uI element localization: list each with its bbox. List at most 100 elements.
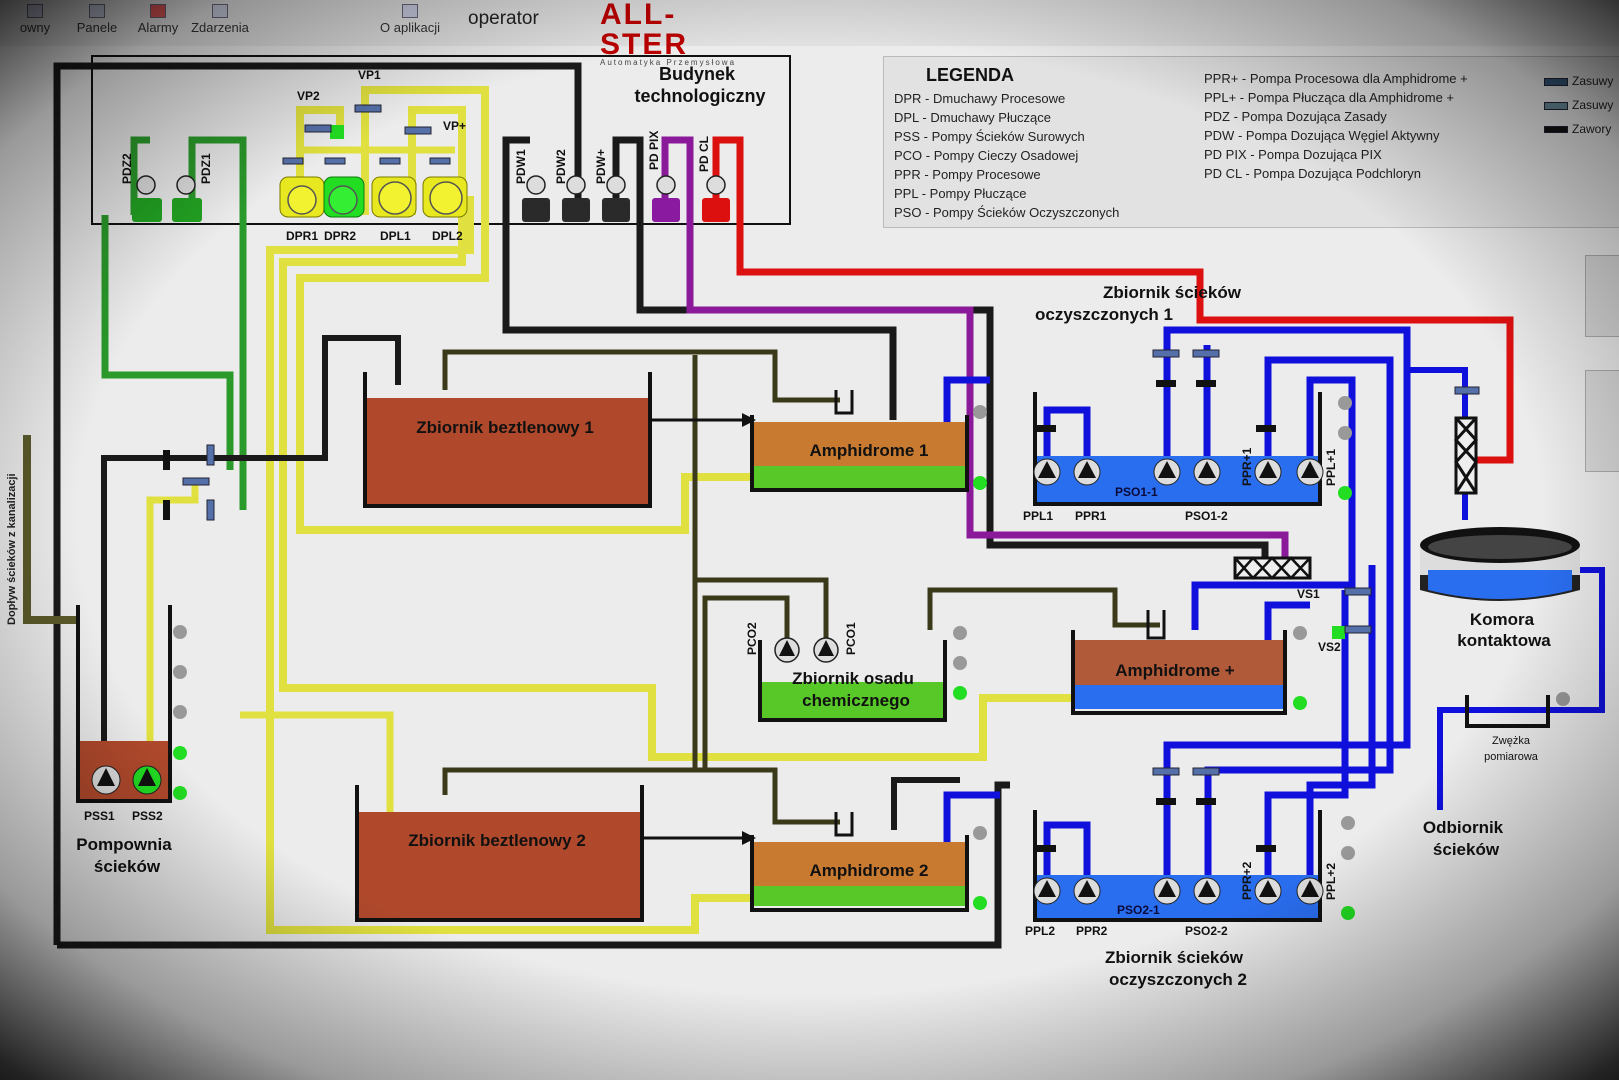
label-dpr1: DPR1 [286, 229, 318, 243]
level-sensor-icon [1293, 626, 1307, 640]
pump-icon[interactable] [656, 175, 676, 195]
pump-icon[interactable] [606, 175, 626, 195]
tank-pdpix [652, 198, 680, 222]
pipe-olive [442, 349, 840, 403]
tank-pdcl [702, 198, 730, 222]
gate-valve-icon[interactable] [1454, 386, 1480, 395]
level-sensor-icon [1338, 426, 1352, 440]
status-light-icon [973, 896, 987, 910]
valve-icon[interactable] [1256, 845, 1276, 852]
clean-tank-1-title-2: oczyszczonych 1 [1035, 305, 1173, 324]
gate-valve-icon[interactable] [206, 499, 215, 521]
valve-icon[interactable] [163, 500, 170, 520]
label-pdcl: PD CL [697, 136, 711, 172]
valves [163, 349, 1276, 852]
label-pso11: PSO1-1 [1115, 485, 1158, 499]
valve-icon[interactable] [1156, 380, 1176, 387]
pipe-yellow [146, 480, 199, 760]
pump-icon[interactable] [136, 175, 156, 195]
label-pdw2: PDW2 [554, 149, 568, 184]
label-vs1: VS1 [1297, 587, 1320, 601]
pipe-olive [927, 587, 1160, 630]
pump-icon[interactable] [526, 175, 546, 195]
label-vp2: VP2 [297, 89, 320, 103]
tank-pdz2 [132, 198, 162, 222]
side-panel-tab[interactable] [1585, 255, 1619, 337]
tank-pdz1 [172, 198, 202, 222]
static-mixer [1453, 416, 1479, 495]
gate-valve-icon[interactable] [1192, 767, 1220, 776]
gate-valve-icon[interactable] [1344, 625, 1372, 634]
level-sensor-icon [973, 826, 987, 840]
level-sensor-icon [953, 656, 967, 670]
contact-chamber-label-2: kontaktowa [1457, 631, 1551, 650]
clean-tank-2-title-2: oczyszczonych 2 [1109, 970, 1247, 989]
pipe-green [101, 215, 234, 470]
valve-icon[interactable] [1036, 425, 1056, 432]
flume-label: Zwężka [1492, 735, 1531, 747]
building-title: Budynek [659, 64, 736, 84]
gate-valve-icon[interactable] [1344, 587, 1372, 596]
label-dpr2: DPR2 [324, 229, 356, 243]
gate-valve-icon[interactable] [182, 477, 210, 486]
valve-icon[interactable] [1156, 798, 1176, 805]
clean-tank-1-title: Zbiornik ścieków [1103, 283, 1242, 302]
contact-chamber[interactable] [1420, 527, 1580, 601]
label-pco1: PCO1 [844, 622, 858, 655]
side-panel-tab[interactable] [1585, 370, 1619, 472]
amphidrome-plus-label: Amphidrome + [1115, 661, 1235, 680]
valve-icon[interactable] [1036, 845, 1056, 852]
label-pso12: PSO1-2 [1185, 509, 1228, 523]
level-sensor-icon [173, 625, 187, 639]
blowers [279, 176, 468, 218]
status-light-icon [953, 686, 967, 700]
valve-icon[interactable] [163, 450, 170, 470]
label-pso21: PSO2-1 [1117, 903, 1160, 917]
anaerobic-tank-1[interactable] [363, 372, 652, 508]
gate-valve-icon[interactable] [354, 104, 382, 113]
vp2-status [330, 125, 344, 139]
label-pdw1: PDW1 [514, 149, 528, 184]
label-dpl1: DPL1 [380, 229, 411, 243]
vs2-status [1332, 626, 1345, 639]
level-sensor-icon [173, 705, 187, 719]
level-sensor-icon [1341, 846, 1355, 860]
pump-icon[interactable] [176, 175, 196, 195]
label-vpplus: VP+ [443, 119, 466, 133]
gate-valve-icon[interactable] [304, 124, 332, 133]
gate-valve-icon[interactable] [1152, 349, 1180, 358]
pipe-blue [1437, 567, 1605, 810]
fan-icon [378, 181, 412, 215]
level-sensor-icon [1341, 816, 1355, 830]
inflow-label: Dopływ ścieków z kanalizacji [6, 473, 18, 625]
screw-conveyor-vs1[interactable] [1233, 556, 1312, 580]
gate-valve-icon[interactable] [206, 444, 215, 466]
label-pprplus1: PPR+1 [1240, 447, 1254, 486]
gate-valve-icon[interactable] [404, 126, 432, 135]
fan-icon [287, 185, 317, 215]
pump-icon[interactable] [706, 175, 726, 195]
anaerobic-tank-2-label: Zbiornik beztlenowy 2 [408, 831, 586, 850]
pipe-yellow [240, 711, 394, 820]
sludge-tank-label-2: chemicznego [802, 691, 910, 710]
label-ppr1: PPR1 [1075, 509, 1107, 523]
flume-label-2: pomiarowa [1484, 751, 1539, 763]
level-sensor-icon [173, 665, 187, 679]
amphidrome-2-label: Amphidrome 2 [809, 861, 928, 880]
label-pplplus2: PPL+2 [1324, 863, 1338, 900]
valve-icon[interactable] [1196, 798, 1216, 805]
level-sensor-icon [1556, 692, 1570, 706]
label-ppr2: PPR2 [1076, 924, 1108, 938]
gate-valve-icon[interactable] [1152, 767, 1180, 776]
label-ppl1: PPL1 [1023, 509, 1053, 523]
sludge-tank-label: Zbiornik osadu [792, 669, 914, 688]
label-pco2: PCO2 [745, 622, 759, 655]
valve-icon[interactable] [1256, 425, 1276, 432]
valve-icon[interactable] [1196, 380, 1216, 387]
pump-icon[interactable] [566, 175, 586, 195]
gate-valve-icon[interactable] [1192, 349, 1220, 358]
anaerobic-tank-1-label: Zbiornik beztlenowy 1 [416, 418, 594, 437]
pipe-black [502, 215, 897, 420]
anaerobic-tank-2[interactable] [355, 785, 644, 922]
